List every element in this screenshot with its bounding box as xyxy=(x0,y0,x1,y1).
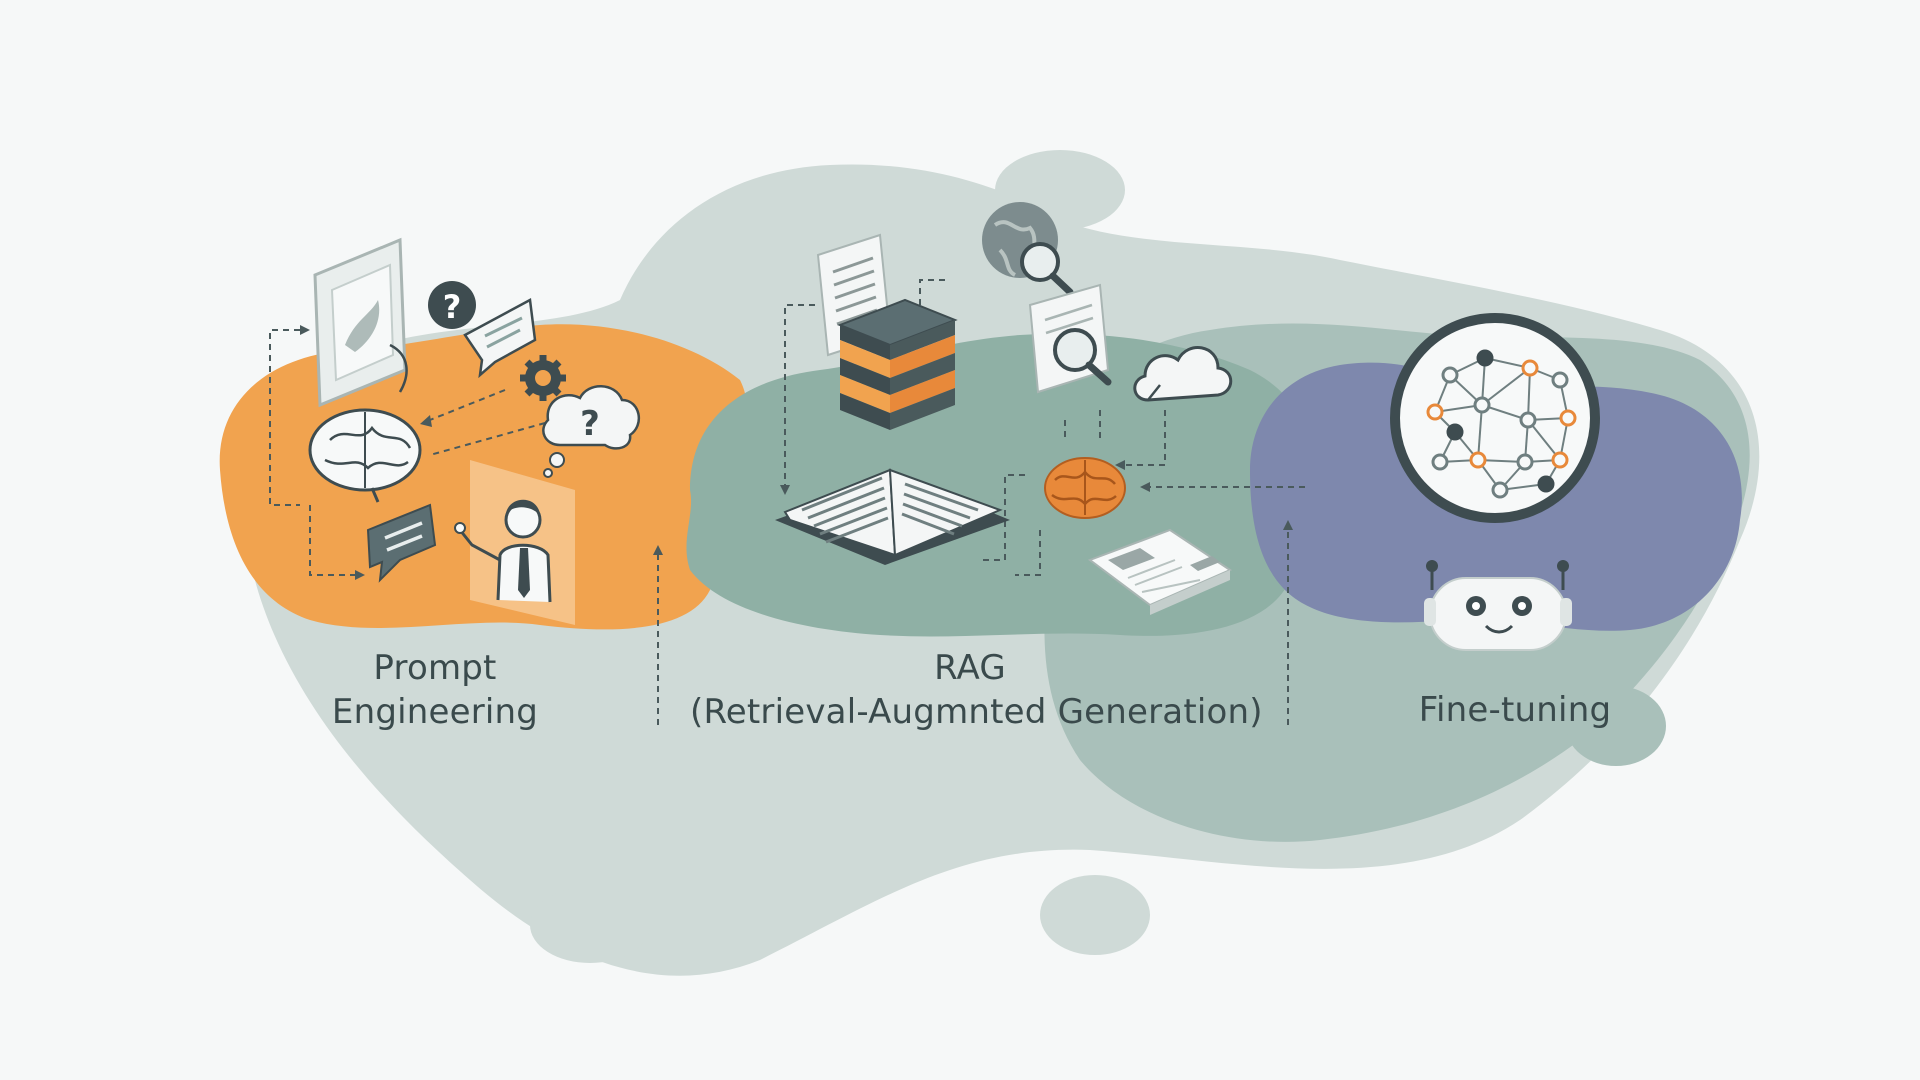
network-node xyxy=(1519,411,1537,429)
text-bubble-icon xyxy=(463,298,537,379)
arrow-brain-chat xyxy=(309,505,355,576)
open-book-icon xyxy=(775,468,1010,565)
arrowhead xyxy=(300,325,310,335)
fine-tuning-label: Fine-tuning xyxy=(1370,688,1660,732)
database-stack-icon xyxy=(837,298,958,430)
network-node xyxy=(1559,409,1577,427)
network-node xyxy=(1521,359,1539,377)
network-node xyxy=(1516,453,1534,471)
arrow-gear-brain xyxy=(429,389,506,421)
svg-text:?: ? xyxy=(580,404,600,444)
network-node xyxy=(1491,481,1509,499)
svg-text:?: ? xyxy=(443,288,462,326)
prompt-engineering-title-line2: Engineering xyxy=(331,692,539,732)
arrow-rag-bottom xyxy=(1015,530,1041,576)
network-node xyxy=(1551,371,1569,389)
flow-arrows xyxy=(269,279,1305,725)
bottom-left-blob xyxy=(530,887,650,963)
rag-title-line1: RAG xyxy=(934,648,1006,688)
arrow-cloud-brain-rag xyxy=(1125,410,1166,466)
network-edge xyxy=(1477,404,1483,461)
presenter-person-icon xyxy=(454,460,575,625)
document-search-icon xyxy=(1028,283,1112,394)
network-node xyxy=(1551,451,1569,469)
bottom-mid-blob xyxy=(1040,875,1150,955)
prompt-engineering-title-line1: Prompt xyxy=(373,648,497,688)
prompt-engineering-label: Prompt Engineering xyxy=(280,646,590,734)
arrowhead xyxy=(1140,482,1150,492)
globe-search-icon xyxy=(982,202,1074,296)
card-to-brain-arrow xyxy=(389,343,408,393)
brain-icon xyxy=(308,408,422,503)
neural-network-icon xyxy=(1390,313,1600,523)
chat-bubble-icon xyxy=(366,503,437,583)
arrow-cloud-brain xyxy=(429,422,546,456)
network-node xyxy=(1446,423,1464,441)
newspaper-icon xyxy=(1087,528,1233,615)
arrowhead xyxy=(1115,460,1125,470)
question-cloud-icon: ? xyxy=(542,385,641,478)
network-edge xyxy=(1527,367,1531,421)
arrowhead xyxy=(780,485,790,495)
image-card-icon xyxy=(313,237,407,408)
network-node xyxy=(1441,366,1459,384)
arrowhead xyxy=(1283,520,1293,530)
right-small-blob xyxy=(1566,686,1666,766)
question-bubble-icon: ? xyxy=(428,281,476,329)
arrowhead xyxy=(420,415,432,427)
arrow-heads xyxy=(300,325,1293,580)
network-edge xyxy=(1481,367,1531,406)
fine-tuning-title: Fine-tuning xyxy=(1418,690,1612,730)
rag-label: RAG (Retrieval-Augmnted Generation) xyxy=(690,646,1263,734)
arrowhead xyxy=(653,545,663,555)
rag-title-line2: (Retrieval-Augmnted Generation) xyxy=(690,692,1263,732)
network-node xyxy=(1473,396,1491,414)
arrowhead xyxy=(355,570,365,580)
brain-icon-rag xyxy=(1044,457,1126,519)
gear-icon xyxy=(520,355,566,401)
robot-icon xyxy=(1424,560,1572,651)
cloud-icon xyxy=(1133,346,1233,402)
network-node xyxy=(1537,475,1555,493)
arrow-prompt-loop xyxy=(269,329,300,506)
network-node xyxy=(1469,451,1487,469)
network-node xyxy=(1426,403,1444,421)
network-node xyxy=(1476,349,1494,367)
network-node xyxy=(1431,453,1449,471)
network-edge xyxy=(1527,419,1561,461)
